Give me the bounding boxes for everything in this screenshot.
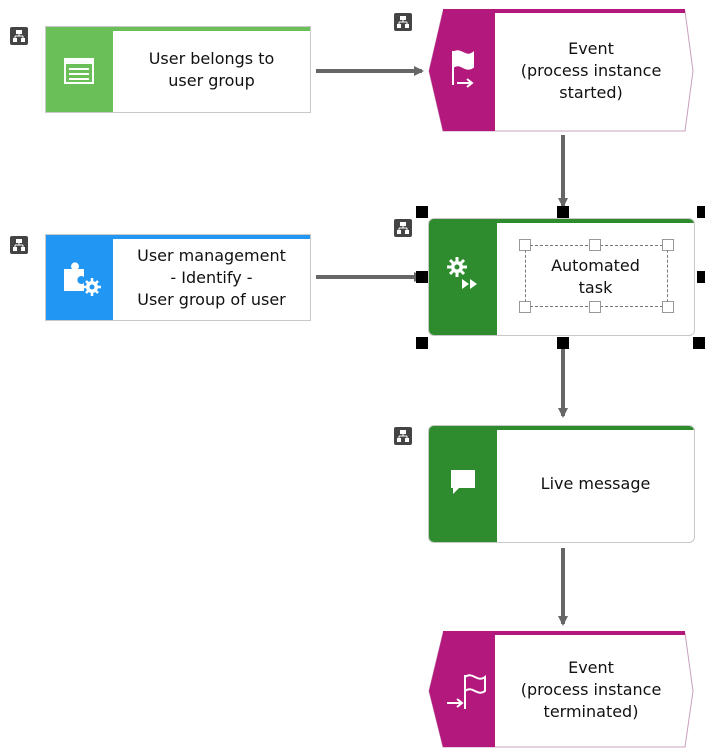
- text-frame-handle[interactable]: [519, 239, 531, 251]
- chat-bubble-icon: [451, 470, 475, 494]
- node-user-belongs-to-user-group[interactable]: User belongs to user group: [45, 26, 311, 113]
- node-band: [46, 27, 113, 112]
- selection-handle[interactable]: [557, 337, 569, 349]
- selection-handle[interactable]: [416, 206, 428, 218]
- text-frame-handle[interactable]: [519, 301, 531, 313]
- node-accent-line: [46, 27, 310, 31]
- start-flag-icon: [452, 50, 474, 88]
- node-band: [429, 426, 497, 542]
- node-accent-line: [429, 219, 694, 223]
- selection-handle[interactable]: [416, 271, 428, 283]
- node-band: [46, 235, 113, 320]
- assignment-icon[interactable]: [394, 219, 412, 237]
- node-event-process-instance-terminated[interactable]: [427, 631, 697, 749]
- assignment-icon[interactable]: [10, 27, 28, 45]
- event-terminated-label: Event (process instance terminated): [520, 658, 662, 721]
- node-accent-line: [429, 426, 694, 430]
- text-edit-frame: [525, 245, 668, 307]
- selection-handle[interactable]: [693, 337, 705, 349]
- text-frame-handle[interactable]: [589, 301, 601, 313]
- node-label: Automated task: [551, 256, 640, 297]
- node-label: Live message: [540, 474, 651, 493]
- node-label: User belongs to user group: [148, 48, 275, 90]
- node-event-process-instance-started[interactable]: [427, 9, 697, 135]
- selection-handle[interactable]: [416, 337, 428, 349]
- text-frame-handle[interactable]: [589, 239, 601, 251]
- automated-gear-icon: [447, 257, 477, 289]
- end-flag-icon: [447, 674, 486, 709]
- node-label: User management - Identify - User group …: [137, 245, 286, 309]
- node-user-management[interactable]: User management - Identify - User group …: [45, 234, 311, 321]
- selection-handle[interactable]: [557, 206, 569, 218]
- text-frame-handle[interactable]: [662, 239, 674, 251]
- node-band: [429, 219, 497, 335]
- puzzle-gear-icon: [64, 262, 101, 296]
- assignment-icon[interactable]: [394, 427, 412, 445]
- node-live-message[interactable]: Live message: [428, 425, 695, 543]
- event-started-label: Event (process instance started): [520, 39, 662, 102]
- text-frame-handle[interactable]: [662, 301, 674, 313]
- assignment-icon[interactable]: [10, 236, 28, 254]
- data-table-icon: [64, 58, 94, 84]
- node-accent-line: [46, 235, 310, 239]
- assignment-icon[interactable]: [394, 13, 412, 31]
- selection-handle[interactable]: [697, 206, 705, 218]
- node-automated-task[interactable]: Automated task: [428, 218, 695, 336]
- selection-handle[interactable]: [697, 271, 705, 283]
